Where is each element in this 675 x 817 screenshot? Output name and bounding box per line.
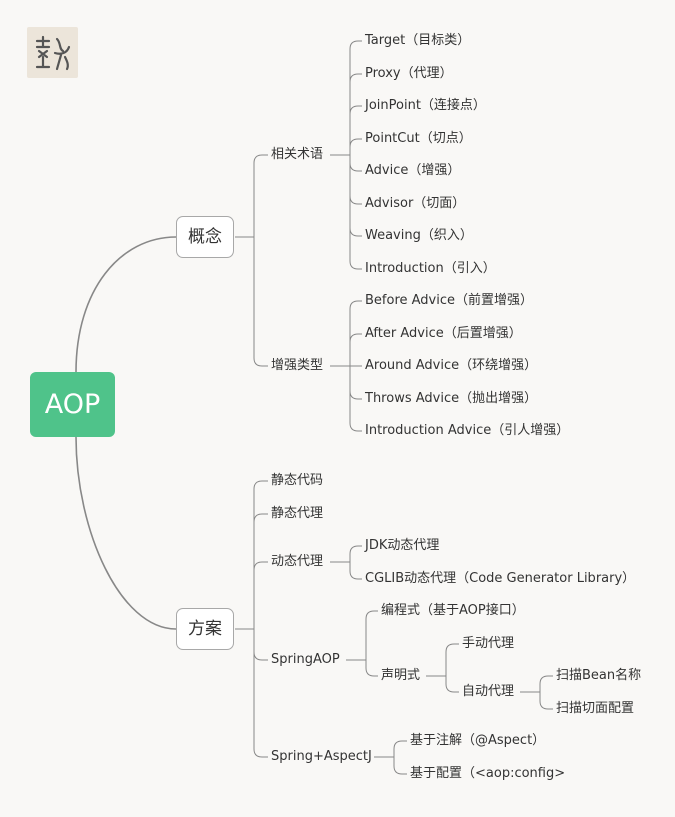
terms-connector [349, 260, 362, 270]
types-connector [349, 333, 362, 343]
auto-proxy-leaf[interactable]: 扫描切面配置 [556, 701, 635, 716]
aspectj-leaf[interactable]: 基于注解（@Aspect） [410, 733, 546, 748]
advice-type-leaf[interactable]: Before Advice（前置增强） [365, 293, 534, 308]
solution-connector [253, 480, 268, 490]
declarative-connector [445, 643, 459, 653]
node-declarative[interactable]: 声明式 [381, 668, 421, 683]
term-leaf[interactable]: Introduction（引入） [365, 261, 496, 276]
terms-connector [349, 195, 362, 205]
term-leaf[interactable]: Proxy（代理） [365, 66, 453, 81]
term-leaf[interactable]: PointCut（切点） [365, 131, 472, 146]
advice-type-leaf[interactable]: Throws Advice（抛出增强） [365, 391, 538, 406]
spring-aop-connector [365, 667, 378, 677]
aspectj-connector [393, 765, 407, 775]
node-spring-aop[interactable]: SpringAOP [271, 652, 340, 667]
advice-type-leaf[interactable]: Introduction Advice（引人增强） [365, 423, 570, 438]
solution-connector [253, 513, 268, 523]
root-node[interactable]: AOP [30, 372, 115, 437]
aspectj-leaf[interactable]: 基于配置（<aop:config> [410, 766, 566, 781]
dynamic-proxy-connector [349, 570, 362, 580]
seal-glyph-icon [35, 35, 71, 71]
seal-logo [27, 27, 78, 78]
term-leaf[interactable]: Target（目标类） [365, 33, 471, 48]
terms-connector [349, 227, 362, 237]
spring-aop-connector [365, 610, 378, 620]
terms-connector [349, 40, 362, 50]
types-connector [349, 390, 362, 400]
branch-node-concept[interactable]: 概念 [176, 216, 234, 258]
node-static-code[interactable]: 静态代码 [271, 473, 324, 488]
branch-node-solution[interactable]: 方案 [176, 608, 234, 650]
node-spring-aspectj[interactable]: Spring+AspectJ [271, 749, 372, 764]
solution-connector [253, 651, 268, 661]
types-connector [349, 422, 362, 432]
node-dynamic-proxy[interactable]: 动态代理 [271, 554, 324, 569]
solution-connector [253, 561, 268, 571]
advice-type-leaf[interactable]: Around Advice（环绕增强） [365, 358, 538, 373]
term-leaf[interactable]: Advice（增强） [365, 163, 461, 178]
types-connector [349, 300, 362, 310]
solution-connector [253, 748, 268, 758]
node-programmatic[interactable]: 编程式（基于AOP接口） [381, 603, 525, 618]
aspectj-connector [393, 740, 407, 750]
concept-connector [253, 357, 268, 367]
auto-proxy-connector [539, 700, 553, 710]
terms-connector [349, 162, 362, 172]
dynamic-proxy-leaf[interactable]: CGLIB动态代理（Code Generator Library） [365, 571, 636, 586]
terms-connector [349, 73, 362, 83]
term-leaf[interactable]: Advisor（切面） [365, 196, 466, 211]
term-leaf[interactable]: JoinPoint（连接点） [365, 98, 486, 113]
node-manual-proxy[interactable]: 手动代理 [462, 636, 515, 651]
root-connector [75, 236, 177, 373]
declarative-connector [445, 683, 459, 693]
terms-connector [349, 138, 362, 148]
root-connector [75, 436, 177, 630]
concept-connector [253, 154, 268, 164]
dynamic-proxy-leaf[interactable]: JDK动态代理 [365, 538, 440, 553]
auto-proxy-leaf[interactable]: 扫描Bean名称 [556, 668, 642, 683]
terms-connector [349, 105, 362, 115]
node-static-proxy[interactable]: 静态代理 [271, 506, 324, 521]
node-advice-types[interactable]: 增强类型 [271, 358, 324, 373]
dynamic-proxy-connector [349, 545, 362, 555]
advice-type-leaf[interactable]: After Advice（后置增强） [365, 326, 522, 341]
term-leaf[interactable]: Weaving（织入） [365, 228, 473, 243]
node-terms[interactable]: 相关术语 [271, 147, 324, 162]
auto-proxy-connector [539, 675, 553, 685]
node-auto-proxy[interactable]: 自动代理 [462, 684, 515, 699]
